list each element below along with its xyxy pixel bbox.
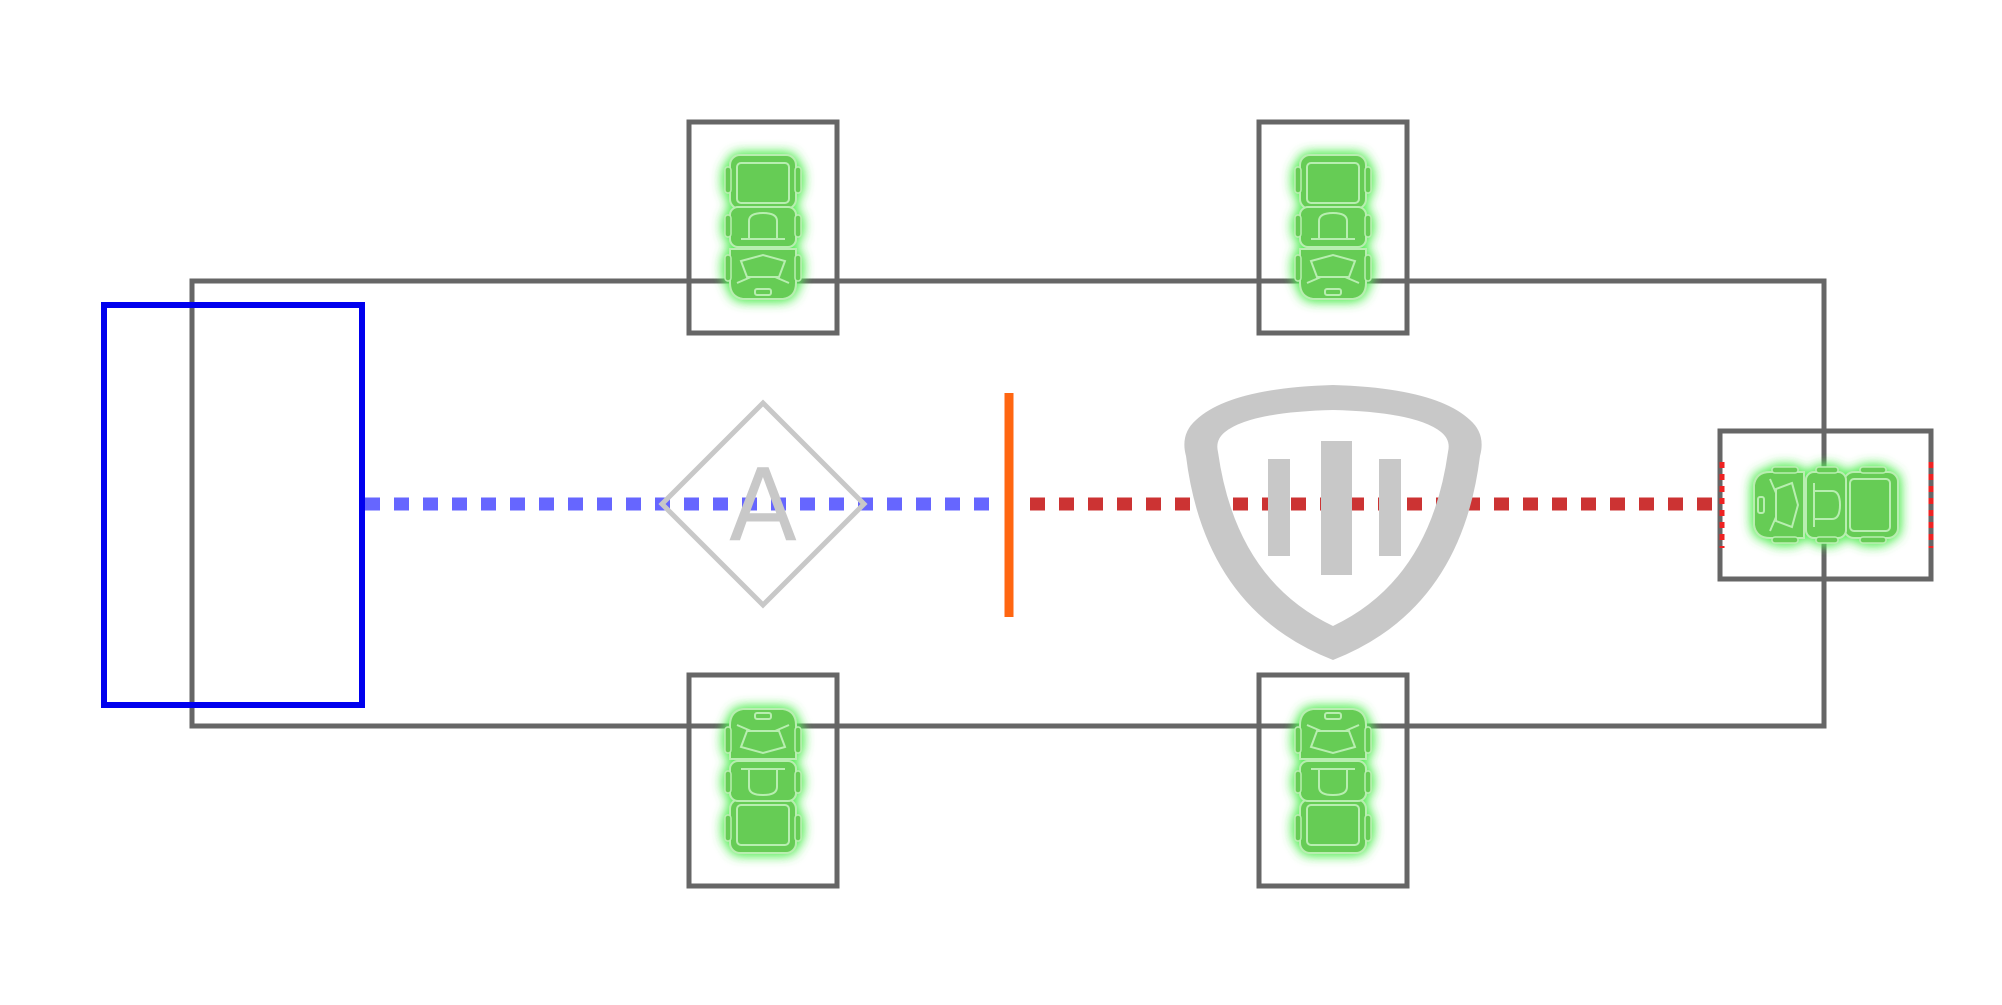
vehicle-icon[interactable] xyxy=(724,154,802,300)
vehicle-icon[interactable] xyxy=(1294,154,1372,300)
vehicle-icon[interactable] xyxy=(1294,708,1372,854)
vehicle-icon[interactable] xyxy=(724,708,802,854)
objective-label: A xyxy=(729,447,797,564)
unit-slot-bottom-right[interactable] xyxy=(1256,672,1410,889)
unit-slot-right[interactable] xyxy=(1717,428,1934,582)
objective-point-a[interactable]: A xyxy=(658,399,868,609)
shield-bars-icon[interactable] xyxy=(1184,385,1482,660)
spawn-zone[interactable] xyxy=(101,302,365,708)
unit-slot-bottom-left[interactable] xyxy=(686,672,840,889)
diamond-waypoint-icon xyxy=(658,399,868,609)
vehicle-icon[interactable] xyxy=(1753,466,1899,544)
unit-slot-top-right[interactable] xyxy=(1256,119,1410,336)
unit-slot-top-left[interactable] xyxy=(686,119,840,336)
